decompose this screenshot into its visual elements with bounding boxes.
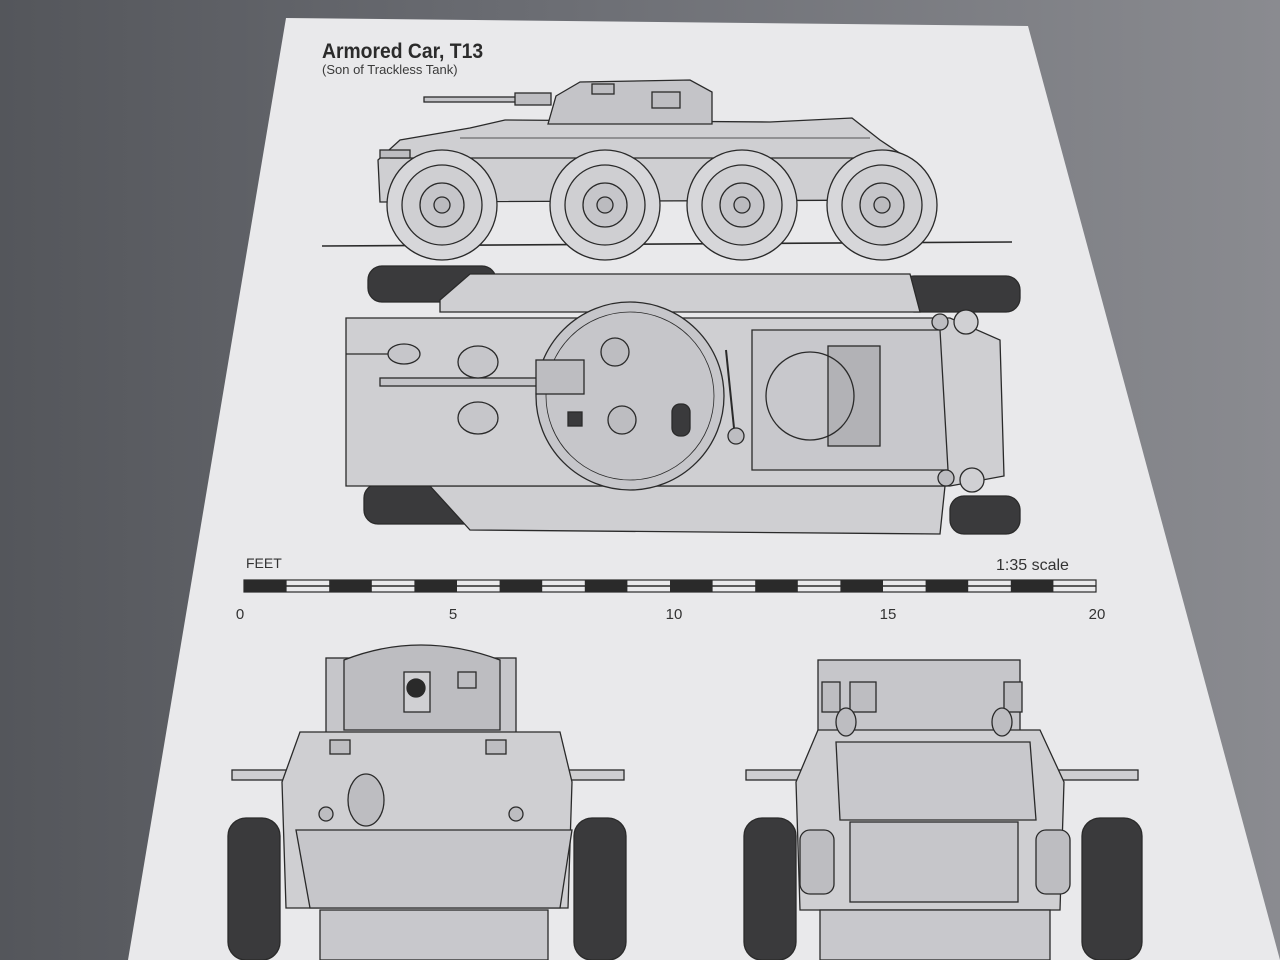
scale-bar bbox=[243, 579, 1097, 593]
top-fender-lower bbox=[428, 485, 946, 535]
scale-unit-label: FEET bbox=[246, 555, 282, 571]
side-turret bbox=[547, 79, 713, 125]
wheel-2 bbox=[549, 149, 661, 261]
wheel-3 bbox=[686, 149, 798, 261]
side-wheels bbox=[386, 149, 938, 261]
rear-wheel-right bbox=[1081, 817, 1143, 960]
wheel-1 bbox=[386, 149, 498, 261]
top-wheel bbox=[949, 495, 1021, 535]
wheel-4 bbox=[826, 149, 938, 261]
top-view bbox=[345, 265, 1021, 535]
scale-tick-label: 20 bbox=[1088, 606, 1106, 623]
scale-tick-label: 10 bbox=[665, 606, 683, 623]
scale-tick-label: 0 bbox=[235, 606, 245, 623]
front-wheel-left bbox=[227, 817, 281, 960]
top-fender-upper bbox=[439, 273, 921, 313]
scale-tick-label: 15 bbox=[879, 606, 897, 623]
page-title: Armored Car, T13 bbox=[322, 40, 484, 63]
turret-top bbox=[535, 301, 725, 491]
scale-tick-label: 5 bbox=[448, 606, 458, 623]
front-view bbox=[227, 644, 627, 960]
rear-wheel-left bbox=[743, 817, 797, 960]
rear-view bbox=[743, 659, 1143, 960]
scale-ratio-label: 1:35 scale bbox=[996, 557, 1069, 574]
page-subtitle: (Son of Trackless Tank) bbox=[322, 62, 458, 77]
front-wheel-right bbox=[573, 817, 627, 960]
